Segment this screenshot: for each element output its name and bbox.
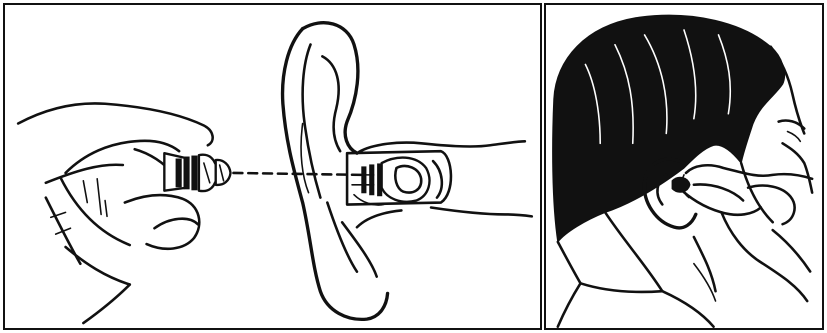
insertion-path-dashed-line bbox=[233, 173, 361, 175]
hand-drawing bbox=[18, 103, 213, 323]
earplug-insertion-drawing bbox=[5, 5, 540, 328]
panel-man-inserting-earplug bbox=[544, 3, 824, 330]
hand-drawing bbox=[672, 165, 812, 301]
neck-and-collar-drawing bbox=[558, 212, 716, 326]
earplug-in-ear-canal bbox=[347, 151, 451, 205]
man-inserting-earplug-drawing bbox=[546, 5, 822, 328]
earplug-in-hand bbox=[164, 153, 230, 191]
panel-earplug-insertion-diagram bbox=[3, 3, 542, 330]
hair-drawing bbox=[553, 15, 785, 242]
